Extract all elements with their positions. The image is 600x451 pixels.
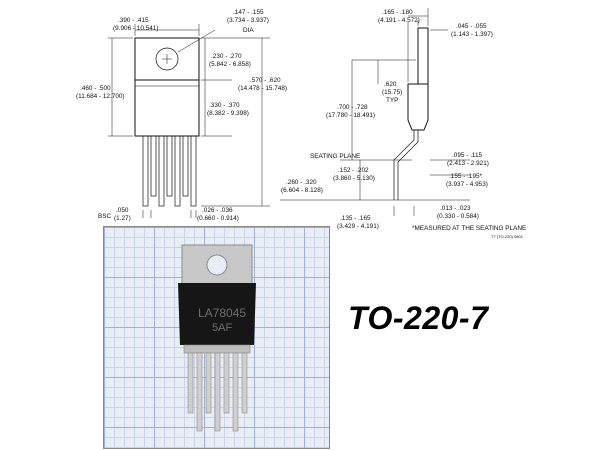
drawing-ref: T7 (TO-220) 0801 — [491, 234, 524, 239]
dim-tab-height-mm: (5.842 - 6.858) — [209, 61, 251, 68]
dim-bend2: .155 - .195* — [449, 173, 483, 180]
dim-side-thick-mm: (4.191 - 4.572) — [378, 17, 420, 24]
dim-total-height-mm: (11.684 - 12.700) — [76, 93, 125, 100]
dim-total-height: .460 - .500 — [80, 85, 111, 92]
dim-tab-thick: .045 - .055 — [456, 23, 487, 30]
front-view: .390 - .415 (9.906 - 10.541) .147 - .155… — [76, 9, 287, 222]
dim-lead-len: .260 - .320 — [286, 179, 317, 186]
dim-typ-label: TYP — [386, 97, 398, 104]
dim-side-height: .700 - .728 — [337, 104, 368, 111]
dim-foot: .135 - .165 — [340, 215, 371, 222]
dim-hole-dia: .147 - .155 — [233, 9, 264, 16]
dim-lead-len-mm: (6.604 - 8.128) — [281, 187, 323, 194]
dim-lead-width-mm: (0.660 - 0.914) — [197, 215, 239, 222]
dim-typ-height-mm: (15.75) — [382, 89, 402, 96]
dim-lead-thick-mm: (0.330 - 0.584) — [437, 213, 479, 220]
dim-tab-thick-mm: (1.143 - 1.397) — [451, 31, 493, 38]
dim-foot-mm: (3.429 - 4.191) — [337, 223, 379, 230]
dim-bend2-mm: (3.937 - 4.953) — [446, 181, 488, 188]
dim-hole-dia-label: DIA — [243, 27, 254, 34]
dim-pitch: .050 — [116, 207, 129, 214]
seating-plane-label: SEATING PLANE — [310, 153, 360, 160]
dim-overall-height-mm: (14.478 - 15.748) — [238, 85, 287, 92]
side-view: .165 - .180 (4.191 - 4.572) .045 - .055 … — [280, 8, 526, 239]
dim-width-top-mm: (9.906 - 10.541) — [113, 25, 158, 32]
dim-hole-dia-mm: (3.734 - 3.937) — [227, 17, 269, 24]
dim-body-height-mm: (8.382 - 9.398) — [207, 110, 249, 117]
dim-bsc-label: BSC — [98, 213, 112, 220]
dim-lead-width: .026 - .036 — [202, 207, 233, 214]
dim-side-height-mm: (17.780 - 18.491) — [326, 112, 375, 119]
dim-side-thick: .165 - .180 — [382, 9, 413, 16]
dim-lead-offset: .152 - .202 — [338, 167, 369, 174]
dim-bend-mm: (2.413 - 2.921) — [447, 160, 489, 167]
dim-lead-offset-mm: (3.860 - 5.130) — [333, 175, 375, 182]
dim-tab-height: .230 - .270 — [211, 53, 242, 60]
dim-pitch-mm: (1.27) — [114, 215, 131, 222]
dim-body-height: .330 - .370 — [209, 102, 240, 109]
dim-width-top: .390 - .415 — [118, 17, 149, 24]
dim-overall-height: .570 - .620 — [250, 77, 281, 84]
package-title: TO-220-7 — [348, 300, 489, 336]
component-image: LA78045 5AF — [178, 244, 256, 432]
component-photo: LA78045 5AF — [103, 226, 330, 449]
marking-line-1: LA78045 — [198, 306, 246, 320]
marking-line-2: 5AF — [212, 322, 232, 334]
dim-lead-thick: .013 - .023 — [440, 205, 471, 212]
dim-typ-height: .620 — [384, 81, 397, 88]
dim-bend: .095 - .115 — [452, 152, 483, 159]
seating-plane-note: *MEASURED AT THE SEATING PLANE — [412, 225, 526, 232]
